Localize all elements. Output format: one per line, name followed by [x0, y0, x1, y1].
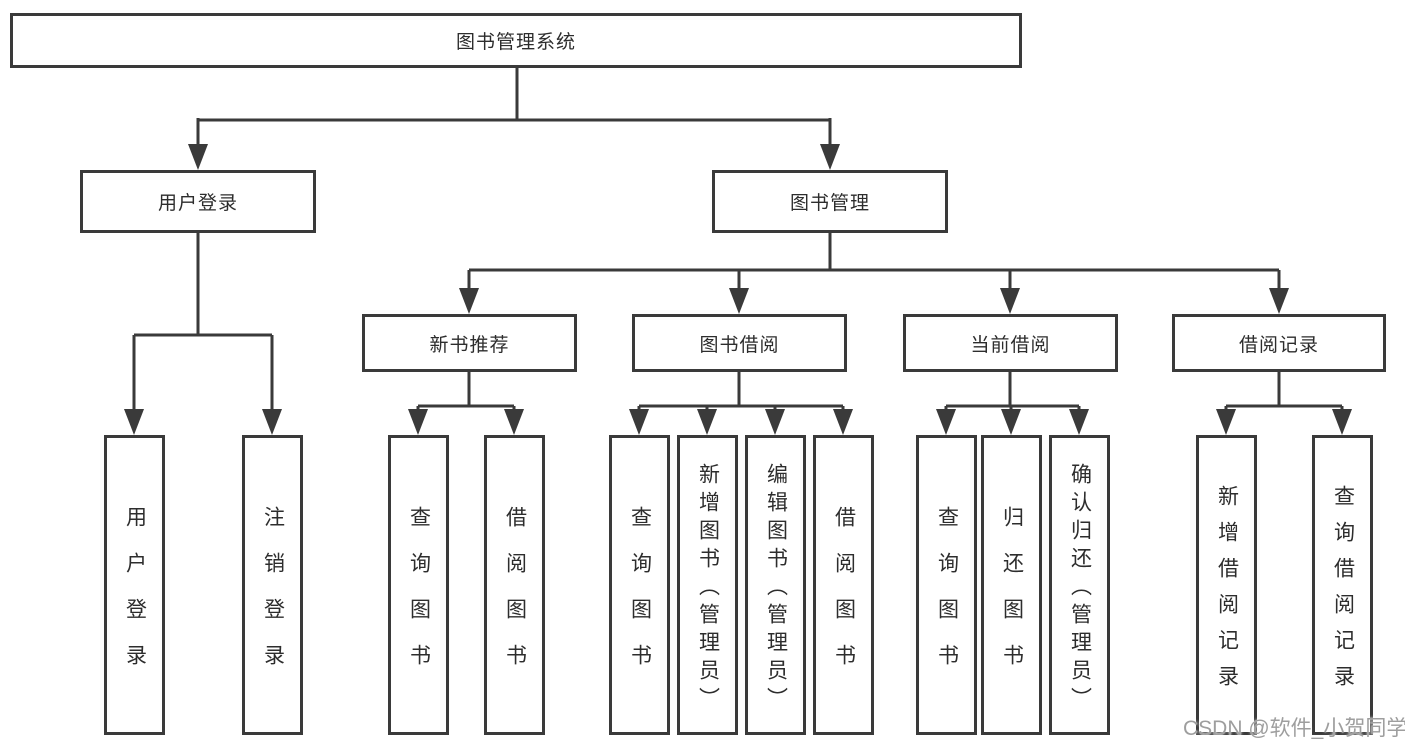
leaf-recommend-borrow-books-label: 借阅图书 — [503, 505, 527, 690]
node-book-management-label: 图书管理 — [789, 193, 870, 214]
leaf-current-confirm-return-admin: 确认归还（管理员） — [1049, 435, 1110, 735]
node-current-borrowing: 当前借阅 — [903, 314, 1118, 372]
leaf-logout-label: 注销登录 — [261, 505, 285, 690]
leaf-recommend-query-books: 查询图书 — [388, 435, 449, 735]
node-new-book-recommendation-label: 新书推荐 — [429, 334, 510, 356]
leaf-current-query-books-label: 查询图书 — [935, 505, 959, 690]
node-current-borrowing-label: 当前借阅 — [970, 334, 1051, 356]
csdn-watermark: CSDN @软件_小贺同学 — [1183, 717, 1405, 740]
node-new-book-recommendation: 新书推荐 — [362, 314, 577, 372]
node-user-login: 用户登录 — [80, 170, 316, 233]
leaf-records-add-record: 新增借阅记录 — [1196, 435, 1257, 735]
leaf-current-return-books: 归还图书 — [981, 435, 1042, 735]
node-book-borrowing: 图书借阅 — [632, 314, 847, 372]
leaf-recommend-borrow-books: 借阅图书 — [484, 435, 545, 735]
leaf-borrowing-edit-books-admin-label: 编辑图书（管理员） — [764, 462, 788, 715]
leaf-current-query-books: 查询图书 — [916, 435, 977, 735]
leaf-records-add-record-label: 新增借阅记录 — [1215, 484, 1239, 701]
leaf-recommend-query-books-label: 查询图书 — [407, 505, 431, 690]
leaf-borrowing-query-books: 查询图书 — [609, 435, 670, 735]
leaf-user-login-label: 用户登录 — [123, 505, 147, 690]
leaf-user-login: 用户登录 — [104, 435, 165, 735]
node-book-management: 图书管理 — [712, 170, 948, 233]
node-user-login-label: 用户登录 — [157, 193, 238, 214]
node-borrow-records-label: 借阅记录 — [1238, 334, 1319, 356]
leaf-borrowing-borrow-books: 借阅图书 — [813, 435, 874, 735]
node-borrow-records: 借阅记录 — [1172, 314, 1386, 372]
leaf-records-query-record-label: 查询借阅记录 — [1331, 484, 1355, 701]
arrowhead-icons — [124, 144, 1352, 435]
node-book-borrowing-label: 图书借阅 — [699, 334, 780, 356]
node-library-system: 图书管理系统 — [10, 13, 1022, 68]
node-library-system-label: 图书管理系统 — [455, 32, 576, 53]
leaf-records-query-record: 查询借阅记录 — [1312, 435, 1373, 735]
leaf-borrowing-add-books-admin-label: 新增图书（管理员） — [696, 462, 720, 715]
leaf-current-confirm-return-admin-label: 确认归还（管理员） — [1068, 462, 1092, 715]
leaf-current-return-books-label: 归还图书 — [1000, 505, 1024, 690]
leaf-borrowing-edit-books-admin: 编辑图书（管理员） — [745, 435, 806, 735]
leaf-borrowing-add-books-admin: 新增图书（管理员） — [677, 435, 738, 735]
leaf-borrowing-query-books-label: 查询图书 — [628, 505, 652, 690]
leaf-logout: 注销登录 — [242, 435, 303, 735]
leaf-borrowing-borrow-books-label: 借阅图书 — [832, 505, 856, 690]
